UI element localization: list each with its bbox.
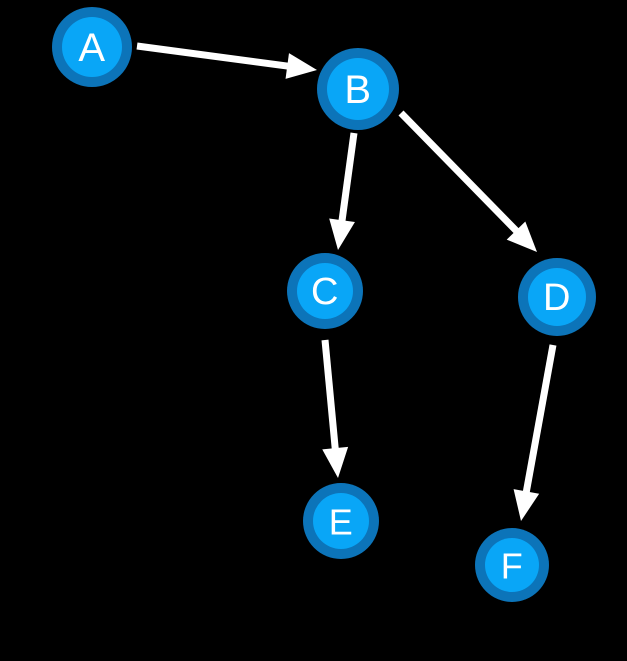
node-fill xyxy=(528,268,586,326)
arrowhead-icon xyxy=(285,53,317,79)
edge-a-to-b[interactable] xyxy=(136,42,317,79)
nodes-layer: A B C D E F xyxy=(52,7,596,602)
graph-node-e[interactable]: E xyxy=(303,483,379,559)
arrowhead-icon xyxy=(506,221,537,252)
graph-node-f[interactable]: F xyxy=(475,528,549,602)
node-fill xyxy=(485,538,539,592)
arrowhead-icon xyxy=(329,218,355,250)
edge-shaft xyxy=(338,132,358,223)
edge-shaft xyxy=(136,42,290,70)
edge-d-to-f[interactable] xyxy=(513,344,557,521)
node-fill xyxy=(327,58,389,120)
node-fill xyxy=(62,17,122,77)
node-fill xyxy=(297,263,353,319)
edge-shaft xyxy=(321,339,339,451)
graph-node-c[interactable]: C xyxy=(287,253,363,329)
arrowhead-icon xyxy=(322,446,349,478)
edge-c-to-e[interactable] xyxy=(321,339,349,478)
graph-node-a[interactable]: A xyxy=(52,7,132,87)
edge-b-to-d[interactable] xyxy=(398,110,537,252)
edge-b-to-c[interactable] xyxy=(329,132,358,250)
graph-node-d[interactable]: D xyxy=(518,258,596,336)
edge-shaft xyxy=(398,110,520,235)
edge-shaft xyxy=(522,344,557,495)
edges-layer xyxy=(136,42,557,521)
node-fill xyxy=(313,493,369,549)
graph-node-b[interactable]: B xyxy=(317,48,399,130)
arrowhead-icon xyxy=(513,489,540,521)
